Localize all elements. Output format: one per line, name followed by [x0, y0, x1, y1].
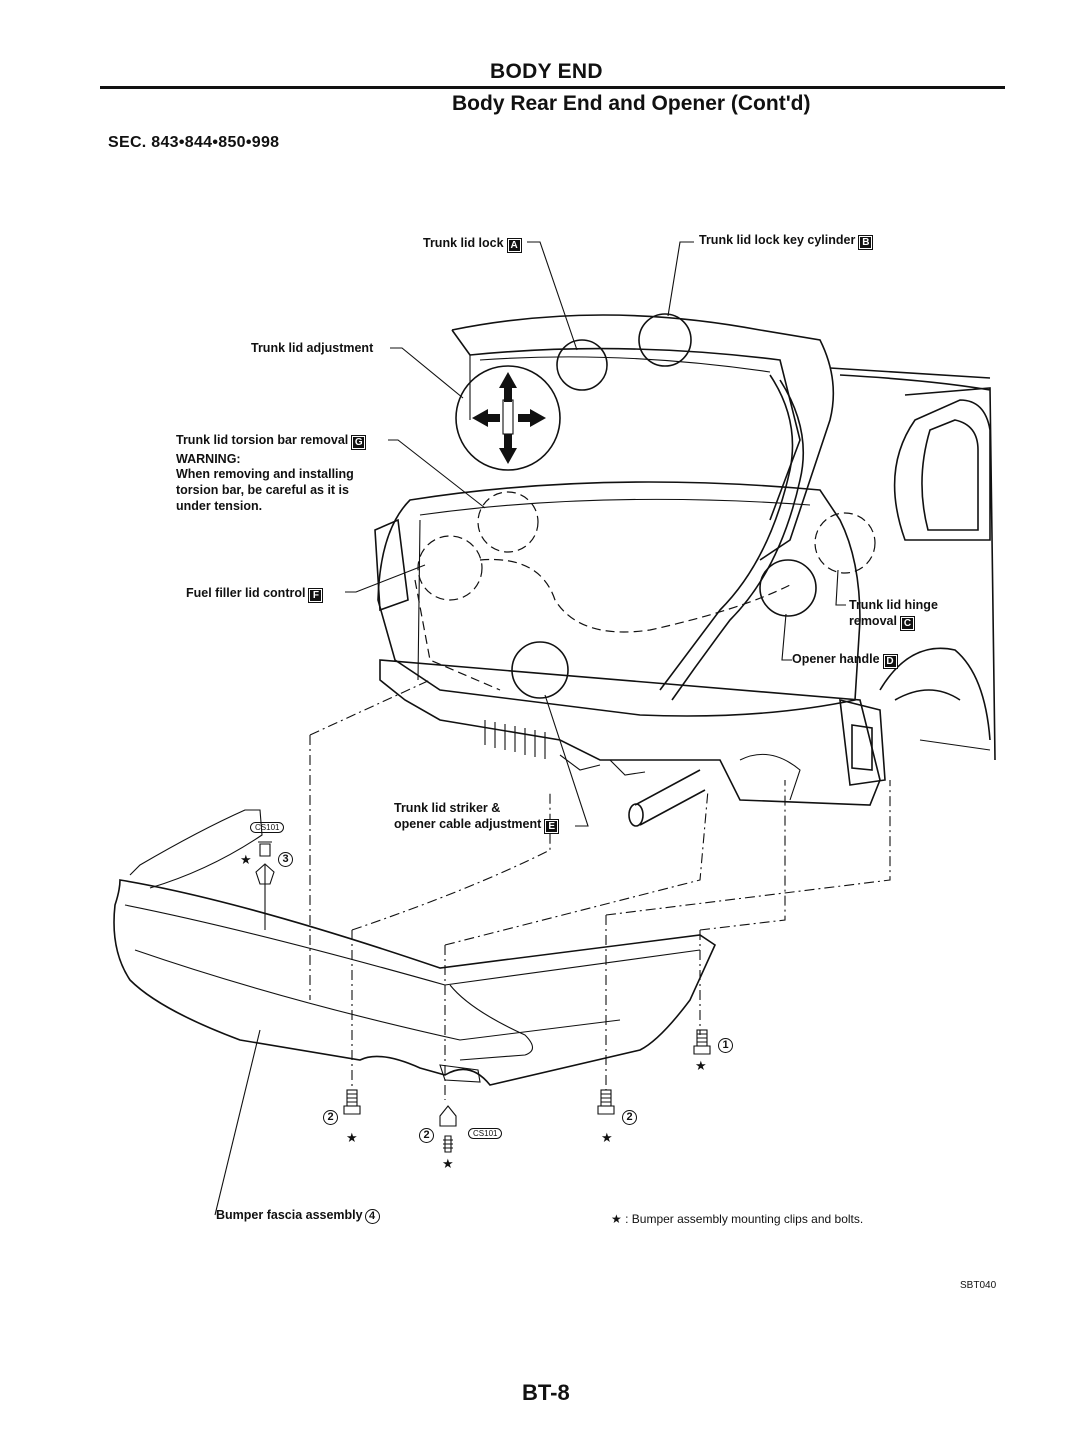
detail-circle-opener-handle [759, 559, 817, 617]
star-marker-right: ★ [601, 1130, 613, 1145]
panel-ribs [484, 720, 546, 759]
exhaust-pipe [634, 769, 706, 826]
cs101-marker-center: CS101 [468, 1128, 503, 1139]
wheel-arch [879, 647, 991, 741]
adjust-arrow-right [518, 409, 546, 427]
legend-text: : Bumper assembly mounting clips and bol… [625, 1212, 864, 1226]
rear-quarter-outline [829, 367, 996, 761]
leader-trunk-lid-lock [527, 241, 578, 351]
page-number: BT-8 [522, 1380, 570, 1405]
leader-torsion-bar [388, 439, 486, 509]
part-number-2-center: 2 [419, 1128, 434, 1143]
rear-window-frame [921, 419, 979, 531]
detail-circle-key-cylinder [638, 313, 692, 367]
legend-note: ★ : Bumper assembly mounting clips and b… [611, 1212, 863, 1226]
leader-striker [544, 694, 589, 827]
trunk-opening [377, 481, 861, 717]
leader-fuel-filler [345, 564, 426, 593]
header-rule [100, 86, 1005, 89]
label-hinge-line1: Trunk lid hinge [849, 598, 938, 612]
adjust-arrow-down [499, 434, 517, 464]
badge-b: B [858, 235, 874, 250]
adjust-arrow-left [472, 409, 500, 427]
star-marker-far-right: ★ [695, 1058, 707, 1073]
part-number-3: 3 [278, 852, 293, 867]
tail-lamp-left [374, 518, 409, 612]
badge-a: A [506, 238, 522, 253]
trunk-lid [451, 314, 835, 561]
page-subtitle: Body Rear End and Opener (Cont'd) [452, 92, 811, 115]
badge-f: F [308, 588, 324, 603]
badge-d: D [882, 654, 898, 669]
badge-e: E [544, 819, 560, 834]
star-marker-upper: ★ [240, 852, 252, 867]
cs101-marker-upper: CS101 [250, 822, 285, 833]
star-marker-left: ★ [346, 1130, 358, 1145]
hinge-arm [659, 374, 805, 701]
detail-circle-lock [556, 339, 608, 391]
tail-lamp-right [839, 698, 886, 786]
part-number-2-left: 2 [323, 1110, 338, 1125]
warning-text: When removing and installing torsion bar… [176, 467, 354, 513]
leader-adjustment [390, 347, 464, 399]
part-number-1: 1 [718, 1038, 733, 1053]
badge-g: G [351, 435, 367, 450]
bolt-far-right [693, 1029, 711, 1055]
adjust-arrow-up [499, 372, 517, 402]
label-trunk-lid-adjustment: Trunk lid adjustment [251, 341, 374, 355]
detail-circle-striker [511, 641, 569, 699]
leader-key-cylinder [667, 241, 694, 317]
detail-circle-hinge [814, 512, 876, 574]
bumper-upper-lip [129, 809, 263, 889]
figure-code: SBT040 [960, 1280, 997, 1291]
detail-circle-adjustment [455, 365, 561, 471]
leader-hinge [835, 569, 846, 606]
rear-panel [379, 659, 881, 806]
detail-circle-fuel-filler [417, 535, 483, 601]
legend-star: ★ [611, 1212, 622, 1226]
bolt-right [597, 1089, 615, 1115]
bumper-fascia [113, 879, 717, 1086]
part-number-4: 4 [364, 1209, 380, 1224]
page-title: BODY END [490, 60, 603, 83]
clip-left-upper [255, 841, 275, 885]
clip-center [439, 1105, 457, 1153]
label-striker-line1: Trunk lid striker & [394, 801, 501, 815]
bolt-left [343, 1089, 361, 1115]
detail-circle-torsion-bar [477, 491, 539, 553]
part-number-2-right: 2 [622, 1110, 637, 1125]
star-marker-center: ★ [442, 1156, 454, 1171]
warning-title: WARNING: [176, 452, 241, 466]
badge-c: C [899, 616, 915, 631]
section-reference: SEC. 843•844•850•998 [108, 134, 280, 151]
leader-opener-handle [781, 613, 792, 661]
